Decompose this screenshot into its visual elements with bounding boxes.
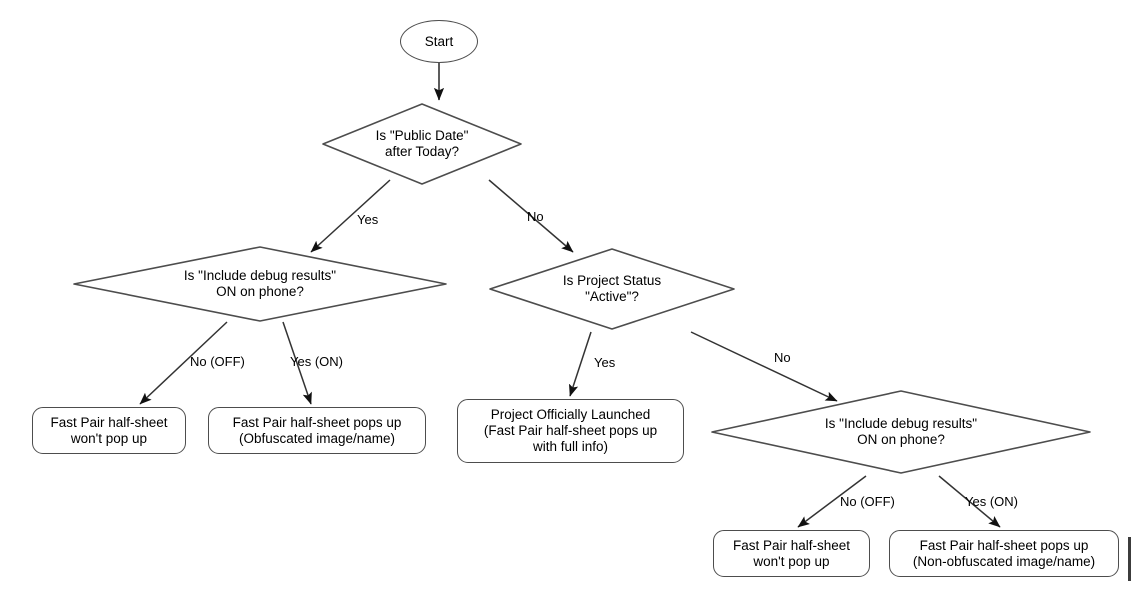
edge-label-debug-left-no: No (OFF)	[190, 354, 245, 369]
node-result-launched[interactable]: Project Officially Launched (Fast Pair h…	[457, 399, 684, 463]
node-result-right-off[interactable]: Fast Pair half-sheet won't pop up	[713, 530, 870, 577]
diamond-shape-public-date	[315, 101, 529, 187]
node-result-left-off[interactable]: Fast Pair half-sheet won't pop up	[32, 407, 186, 454]
edge-label-debug-right-yes: Yes (ON)	[965, 494, 1018, 509]
node-decision-project-status[interactable]: Is Project Status "Active"?	[484, 246, 740, 332]
node-result-right-on-label: Fast Pair half-sheet pops up (Non-obfusc…	[912, 537, 1096, 569]
node-decision-debug-right[interactable]: Is "Include debug results" ON on phone?	[706, 388, 1096, 476]
right-edge-artifact	[1128, 537, 1131, 581]
diamond-shape-debug-right	[706, 388, 1096, 476]
edge-project-status-yes	[568, 331, 592, 397]
node-result-right-on[interactable]: Fast Pair half-sheet pops up (Non-obfusc…	[889, 530, 1119, 577]
edge-label-project-status-no: No	[774, 350, 791, 365]
edge-label-project-status-yes: Yes	[594, 355, 616, 370]
node-start-label: Start	[424, 33, 454, 49]
node-start[interactable]: Start	[400, 20, 478, 63]
node-decision-debug-left[interactable]: Is "Include debug results" ON on phone?	[68, 244, 452, 324]
node-decision-public-date-label: Is "Public Date" after Today?	[375, 127, 469, 159]
diamond-shape-project-status	[484, 246, 740, 332]
node-result-right-off-label: Fast Pair half-sheet won't pop up	[732, 537, 851, 569]
node-result-left-on-label: Fast Pair half-sheet pops up (Obfuscated…	[232, 414, 402, 446]
node-result-launched-label: Project Officially Launched (Fast Pair h…	[483, 407, 658, 454]
node-decision-debug-left-label: Is "Include debug results" ON on phone?	[183, 267, 337, 299]
node-decision-public-date[interactable]: Is "Public Date" after Today?	[315, 101, 529, 187]
node-decision-project-status-label: Is Project Status "Active"?	[562, 272, 662, 304]
node-result-left-off-label: Fast Pair half-sheet won't pop up	[50, 414, 168, 446]
node-decision-debug-right-label: Is "Include debug results" ON on phone?	[824, 415, 978, 447]
node-result-left-on[interactable]: Fast Pair half-sheet pops up (Obfuscated…	[208, 407, 426, 454]
edge-label-debug-right-no: No (OFF)	[840, 494, 895, 509]
diamond-shape-debug-left	[68, 244, 452, 324]
edge-label-debug-left-yes: Yes (ON)	[290, 354, 343, 369]
edge-label-public-date-no: No	[527, 209, 544, 224]
edge-label-public-date-yes: Yes	[357, 212, 379, 227]
